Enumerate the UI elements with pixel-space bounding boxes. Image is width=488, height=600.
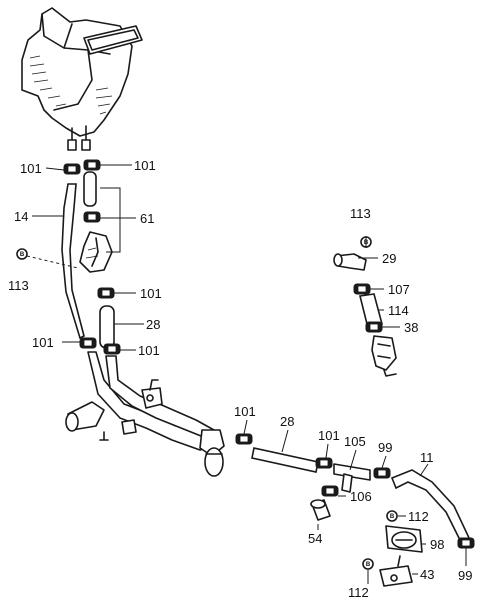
hose-28-horizontal <box>251 447 319 473</box>
clamp-61 <box>83 211 101 223</box>
svg-text:B: B <box>366 562 371 568</box>
svg-text:B: B <box>390 514 395 520</box>
bolt-112-lower: B <box>362 558 374 570</box>
hose-28-vertical <box>99 305 115 349</box>
bolt-112-upper: B <box>386 510 398 522</box>
callout-61: 61 <box>140 211 154 226</box>
reservoir-label-plate <box>83 25 143 55</box>
callout-112-upper: 112 <box>408 509 429 524</box>
callout-113-right: 113 <box>350 206 371 221</box>
clamp-106 <box>321 485 339 497</box>
callout-113-left: 113 <box>8 278 29 293</box>
callout-112-lower: 112 <box>348 585 369 600</box>
callout-29: 29 <box>382 251 396 266</box>
callout-101-top-left: 101 <box>20 161 42 176</box>
leader-lines <box>26 164 467 584</box>
callout-54: 54 <box>308 531 322 546</box>
hose-14 <box>61 183 85 340</box>
connector-fitting <box>371 335 397 377</box>
callout-101-lower-right: 101 <box>138 343 160 358</box>
clamp-101-lower-right <box>103 343 121 355</box>
callout-101-lower-left: 101 <box>32 335 54 350</box>
clamp-101-right <box>315 457 333 469</box>
callout-106: 106 <box>350 489 372 504</box>
callout-99-upper: 99 <box>378 440 392 455</box>
callout-101-top-right: 101 <box>134 158 156 173</box>
callout-14: 14 <box>14 209 28 224</box>
callout-43: 43 <box>420 567 434 582</box>
water-pipe-assembly <box>65 351 225 477</box>
callout-105: 105 <box>344 434 366 449</box>
reservoir-tank <box>21 7 143 151</box>
svg-text:B: B <box>20 252 25 258</box>
callout-101-right: 101 <box>318 428 340 443</box>
callout-114: 114 <box>388 303 409 318</box>
clamp-top-left <box>63 163 81 175</box>
callout-99-lower: 99 <box>458 568 472 583</box>
valve-body <box>79 231 113 273</box>
callout-98: 98 <box>430 537 444 552</box>
clamp-101-mid <box>97 287 115 299</box>
callout-28-vertical: 28 <box>146 317 160 332</box>
clamp-top-right <box>83 159 101 171</box>
elbow-fitting-29 <box>333 253 367 271</box>
tee-fitting-105 <box>333 463 371 493</box>
cap-54 <box>310 499 331 521</box>
clamp-107 <box>353 283 371 295</box>
clamp-101-lower-left <box>79 337 97 349</box>
callout-28-horizontal: 28 <box>280 414 294 429</box>
clamp-99-lower <box>457 537 475 549</box>
bracket-43 <box>379 555 413 587</box>
bracket-98 <box>385 525 423 553</box>
clamp-99-upper <box>373 467 391 479</box>
callout-107: 107 <box>388 282 410 297</box>
callout-101-mid: 101 <box>140 286 162 301</box>
clamp-38 <box>365 321 383 333</box>
callout-38: 38 <box>404 320 418 335</box>
callout-101-center: 101 <box>234 404 256 419</box>
hose-short-upper <box>83 171 97 207</box>
callout-labels: 101 101 14 61 113 101 28 101 101 113 29 … <box>8 158 472 600</box>
callout-11: 11 <box>420 450 434 465</box>
clamp-101-center <box>235 433 253 445</box>
bolt-113-left: B <box>16 248 28 260</box>
